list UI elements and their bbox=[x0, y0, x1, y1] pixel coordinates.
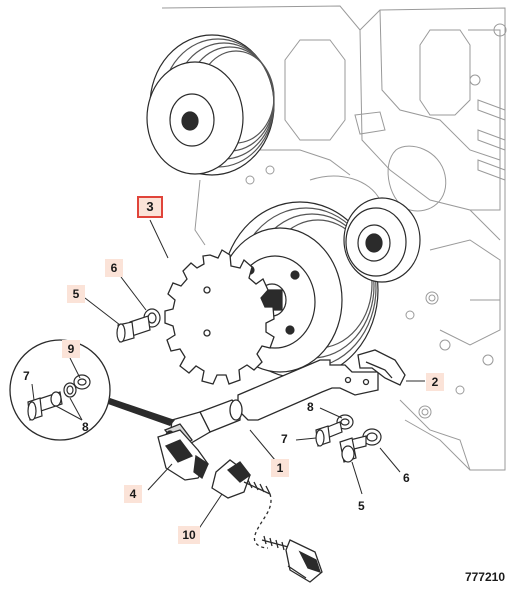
callout-8-inset: 8 bbox=[82, 420, 89, 434]
callout-1: 1 bbox=[271, 459, 289, 477]
idler-pulley bbox=[343, 197, 421, 283]
detail-inset bbox=[9, 339, 175, 441]
callout-8-right: 8 bbox=[307, 400, 314, 414]
callout-3: 3 bbox=[137, 196, 163, 218]
bolt-7-right bbox=[315, 414, 354, 447]
reluctor-wheel bbox=[164, 249, 275, 385]
callout-5-upper: 5 bbox=[67, 285, 85, 303]
leader-lines bbox=[31, 219, 425, 531]
callout-6-lower: 6 bbox=[403, 471, 410, 485]
harness-connector bbox=[211, 459, 323, 583]
bolt-5-upper bbox=[116, 308, 161, 343]
bolt-5-lower bbox=[339, 428, 382, 463]
callout-6-upper: 6 bbox=[105, 259, 123, 277]
callout-2: 2 bbox=[426, 373, 444, 391]
callout-7-right: 7 bbox=[281, 432, 288, 446]
figure-id: 777210 bbox=[464, 570, 505, 584]
water-pump-pulley bbox=[146, 34, 275, 176]
callout-4: 4 bbox=[124, 485, 142, 503]
sensor-connector bbox=[157, 429, 209, 481]
sensor-bracket bbox=[237, 349, 406, 421]
callout-10: 10 bbox=[178, 526, 200, 544]
callout-7-inset: 7 bbox=[23, 369, 30, 383]
callout-5-lower: 5 bbox=[358, 499, 365, 513]
callout-9: 9 bbox=[62, 340, 80, 358]
